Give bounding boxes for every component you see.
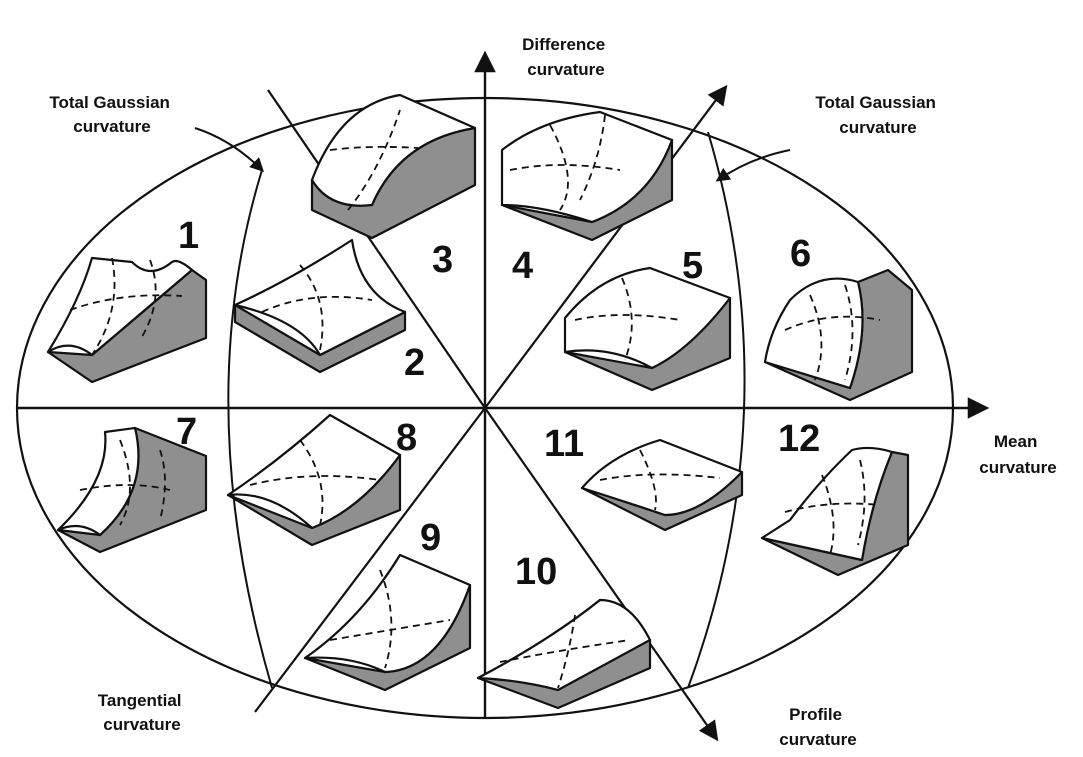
block-1-contour-2	[91, 257, 116, 356]
block-9-contour-2	[379, 569, 393, 669]
block-4-contour-1	[509, 164, 621, 171]
block-4-surface	[500, 110, 674, 224]
mean-curvature-line1: Mean	[994, 432, 1037, 451]
total-gaussian-right-label: Total Gaussian curvature	[815, 93, 940, 137]
sector-number-2: 2	[404, 342, 425, 384]
block-10-surface	[476, 598, 652, 692]
block-1-contour-1	[69, 294, 183, 311]
sector-number-6: 6	[790, 233, 811, 275]
block-4-contour-2	[549, 124, 569, 211]
block-5-contour-1	[574, 314, 681, 321]
tangential-curvature-label: Tangential curvature	[98, 691, 186, 734]
profile-curvature-line2: curvature	[779, 730, 856, 749]
block-6-contour-1	[784, 315, 881, 331]
sector-number-5: 5	[682, 245, 703, 287]
profile-curvature-label: Profile curvature	[779, 705, 856, 749]
sector-number-11: 11	[544, 423, 584, 465]
block-11-surface	[580, 438, 744, 517]
block-7-contour-3	[159, 449, 166, 521]
tangential-curvature-line1: Tangential	[98, 691, 182, 710]
mean-curvature-line2: curvature	[979, 458, 1056, 477]
sector-number-1: 1	[178, 215, 199, 257]
block-7-surface	[56, 426, 140, 537]
block-10-contour-2	[557, 614, 576, 689]
sector-number-10: 10	[515, 551, 557, 593]
block-9-surface	[303, 553, 472, 674]
landform-blocks	[46, 93, 914, 710]
profile-axis-upper	[484, 84, 728, 409]
block-6-contour-2	[809, 294, 823, 381]
block-12-contour-3	[857, 459, 866, 546]
sector-number-12: 12	[778, 418, 820, 460]
profile-curvature-line1: Profile	[789, 705, 842, 724]
difference-curvature-line1: Difference	[522, 35, 605, 54]
total-gaussian-right-line1: Total Gaussian	[815, 93, 936, 112]
total-gaussian-right-line2: curvature	[839, 118, 916, 137]
tangential-curvature-line2: curvature	[103, 715, 180, 734]
total-gaussian-left-line2: curvature	[73, 117, 150, 136]
total-gaussian-left-label: Total Gaussian curvature	[49, 93, 174, 136]
gaussian-right-pointer	[715, 149, 791, 182]
block-8-surface	[226, 413, 402, 530]
sector-number-9: 9	[420, 517, 441, 559]
block-2-contour-1	[261, 296, 373, 313]
gaussian-boundary-left	[227, 169, 273, 689]
block-3-contour-2	[347, 109, 401, 211]
gaussian-left-pointer	[194, 127, 264, 172]
gaussian-boundary-right	[687, 131, 746, 689]
sector-number-4: 4	[512, 245, 533, 287]
difference-curvature-label: Difference curvature	[522, 35, 610, 79]
tangential-axis-lower	[254, 407, 486, 713]
block-6-contour-3	[844, 284, 854, 381]
block-3-contour-1	[329, 145, 419, 151]
sector-number-8: 8	[396, 417, 417, 459]
block-8-contour-1	[249, 475, 381, 486]
block-9-contour-1	[329, 619, 451, 641]
sector-number-7: 7	[176, 411, 197, 453]
block-1-contour-3	[139, 259, 157, 341]
profile-axis-lower	[484, 407, 719, 742]
block-12-contour-1	[784, 502, 881, 513]
block-12-contour-2	[821, 474, 835, 556]
block-11-contour-2	[639, 449, 657, 511]
block-6-surface	[763, 277, 864, 390]
block-10-contour-1	[499, 639, 631, 663]
total-gaussian-left-line1: Total Gaussian	[49, 93, 170, 112]
sector-number-3: 3	[432, 239, 453, 281]
block-5-surface	[563, 266, 732, 370]
mean-curvature-label: Mean curvature	[979, 432, 1056, 477]
block-5-contour-2	[621, 277, 633, 361]
block-3-surface	[310, 93, 477, 207]
block-1-surface	[46, 256, 194, 357]
tangential-axis	[267, 89, 486, 409]
difference-curvature-line2: curvature	[527, 60, 604, 79]
